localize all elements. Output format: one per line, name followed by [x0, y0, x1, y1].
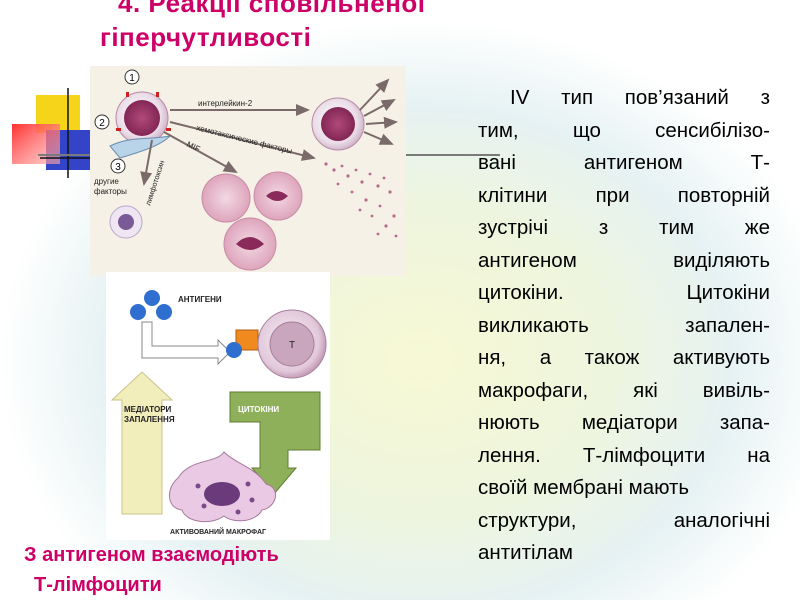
body-line: ня, а також активують: [478, 346, 770, 369]
t-cell-macrophage-schematic: АНТИГЕНИ Т МЕДІАТОРИ ЗАПАЛЕННЯ ЦИТОКІНИ …: [106, 272, 330, 540]
receptor-marks: [116, 92, 171, 131]
svg-text:3: 3: [115, 162, 121, 173]
cytokines-label: ЦИТОКІНИ: [238, 405, 279, 414]
macrophage-nucleus: [204, 482, 240, 506]
figure-caption: З антигеном взаємодіють Т-лімфоцити: [24, 540, 279, 600]
mediators-label-1: МЕДІАТОРИ: [124, 405, 172, 414]
body-line: клітини при повторній: [478, 183, 770, 207]
antigen-molecules: [130, 290, 172, 320]
lymphotoxin-arrow: [140, 139, 153, 186]
body-line: викликають запален-: [478, 313, 770, 337]
other-factors-label-2: факторы: [94, 187, 127, 196]
body-line: вані антигеном Т-: [478, 151, 770, 174]
svg-text:2: 2: [99, 118, 105, 129]
body-line: зустрічі з тим же: [478, 216, 770, 239]
body-paragraph: IV тип пов’язаний з тим, що сенсибілізо-…: [478, 82, 770, 570]
interleukin-label: интерлейкин-2: [198, 99, 253, 108]
cytokines-arrow: [229, 391, 321, 495]
body-line: лення. Т-лімфоцити на: [478, 443, 770, 467]
marker-2: 2: [94, 114, 110, 130]
caption-line-1: З антигеном взаємодіють: [24, 544, 279, 566]
macrophage-label: АКТИВОВАНИЙ МАКРОФАГ: [170, 527, 266, 536]
macrophage-granules: [195, 481, 255, 515]
body-line: нюють медіатори запа-: [478, 411, 770, 434]
bound-antigen: [226, 342, 242, 358]
sensitized-t-cell: [115, 91, 169, 145]
body-line: своїй мембрані мають: [478, 476, 690, 499]
antigen-arrow: [141, 321, 231, 366]
body-line: антигеном виділяють: [478, 248, 770, 272]
body-line: макрофаги, які вивіль-: [478, 378, 770, 402]
title-line-1: 4. Реакції сповільненої: [118, 0, 426, 18]
mif-arrow: [163, 131, 238, 173]
svg-text:1: 1: [129, 73, 135, 84]
t-cell: Т: [257, 309, 327, 379]
body-line: цитокіни. Цитокіни: [478, 281, 770, 304]
target-cells: [109, 171, 303, 271]
title-line-2: гіперчутливості: [100, 22, 312, 52]
antigens-label: АНТИГЕНИ: [178, 295, 222, 304]
marker-3: 3: [110, 158, 126, 174]
cytokine-particles: [324, 162, 398, 238]
stimulated-lymphocyte: [311, 78, 398, 151]
other-factors-label-1: другие: [94, 177, 119, 186]
body-line: антитілам: [478, 541, 573, 564]
body-line: тим, що сенсибілізо-: [478, 118, 770, 142]
cytokine-release-figure: 1 2 3 интерлейкин-2 хемотаксические факт…: [90, 66, 406, 276]
body-line: IV тип пов’язаний з: [510, 86, 770, 109]
mediators-label-2: ЗАПАЛЕННЯ: [124, 415, 175, 424]
mediators-arrow: [110, 371, 174, 515]
chemotactic-label: хемотаксические факторы: [196, 123, 294, 156]
marker-1: 1: [124, 69, 140, 85]
body-line: структури, аналогічні: [478, 508, 770, 532]
caption-line-2: Т-лімфоцити: [34, 574, 162, 596]
t-cell-label: Т: [289, 340, 295, 351]
chemotactic-arrow: [169, 121, 316, 161]
slide-title: 4. Реакції сповільненої гіперчутливості: [100, 0, 580, 54]
antigen-presenting-cell: [109, 135, 172, 159]
